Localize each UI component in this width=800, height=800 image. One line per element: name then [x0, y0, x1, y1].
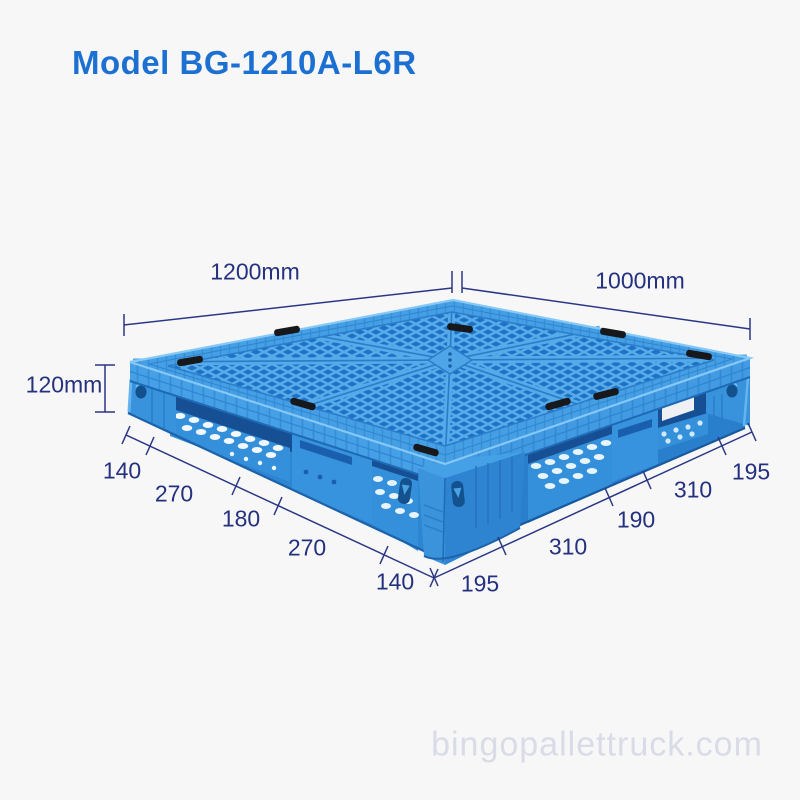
dim-label-width: 1200mm: [210, 258, 300, 285]
dimension-lines: [95, 271, 757, 588]
dim-label-height: 120mm: [25, 371, 103, 398]
dim-label-left-1: 140: [102, 457, 142, 484]
pallet-illustration: [127, 298, 755, 565]
dim-label-left-3: 180: [221, 505, 261, 532]
dim-label-right-5: 195: [731, 458, 771, 485]
watermark: bingopallettruck.com: [431, 725, 763, 764]
vent-holes-left-rail: [174, 413, 284, 471]
page-title: Model BG-1210A-L6R: [72, 44, 417, 81]
dim-label-right-2: 310: [548, 533, 588, 560]
dim-label-right-4: 310: [673, 476, 713, 503]
dim-label-right-1: 195: [460, 570, 500, 597]
vent-holes-right-wall: [530, 440, 612, 489]
pallet-front-post: [397, 452, 525, 565]
vent-holes-left-front: [373, 476, 419, 518]
dim-label-left-5: 140: [375, 568, 415, 595]
dim-label-right-3: 190: [616, 506, 656, 533]
pallet-deck: [129, 298, 755, 466]
dim-label-left-2: 270: [154, 480, 194, 507]
anti-slip-pads: [177, 323, 712, 457]
vent-holes-right-rail: [661, 420, 703, 444]
pallet-left-face: [127, 362, 446, 560]
dim-label-depth: 1000mm: [595, 267, 685, 294]
dim-label-left-4: 270: [287, 534, 327, 561]
